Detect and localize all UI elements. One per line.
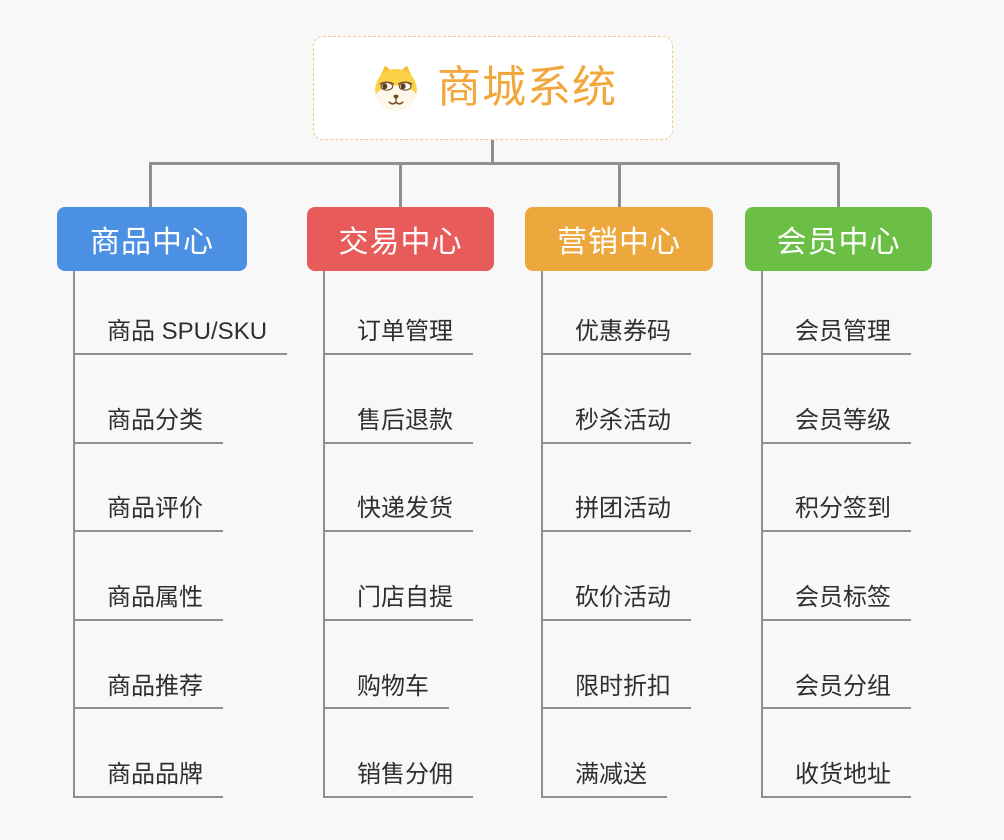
list-item[interactable]: 快递发货 [325,444,473,533]
branch-column-2: 营销中心 优惠券码 秒杀活动 拼团活动 砍价活动 限时折扣 满减送 [525,207,713,798]
list-item[interactable]: 商品推荐 [75,621,223,710]
branch-column-3: 会员中心 会员管理 会员等级 积分签到 会员标签 会员分组 收货地址 [745,207,932,798]
list-item[interactable]: 售后退款 [325,355,473,444]
list-item[interactable]: 订单管理 [325,271,473,355]
list-item[interactable]: 满减送 [543,709,667,798]
list-item-label: 商品品牌 [75,761,223,798]
list-item-label: 销售分佣 [325,761,473,798]
branch-node-0[interactable]: 商品中心 [57,207,247,271]
list-item-label: 会员管理 [763,318,911,355]
list-item-label: 优惠券码 [543,318,691,355]
list-item-label: 商品 SPU/SKU [75,318,288,355]
root-node[interactable]: 商城系统 [313,36,673,140]
branch-bus-line [149,162,840,165]
list-item-label: 订单管理 [325,318,473,355]
list-item[interactable]: 会员分组 [763,621,911,710]
branch-node-3[interactable]: 会员中心 [745,207,932,271]
branch-items: 商品 SPU/SKU 商品分类 商品评价 商品属性 商品推荐 商品品牌 [73,271,288,798]
branch-node-2[interactable]: 营销中心 [525,207,713,271]
list-item-label: 拼团活动 [543,495,691,533]
branch-items: 订单管理 售后退款 快递发货 门店自提 购物车 销售分佣 [323,271,473,798]
list-item[interactable]: 销售分佣 [325,709,473,798]
list-item[interactable]: 积分签到 [763,444,911,533]
list-item-label: 收货地址 [763,761,911,798]
list-item[interactable]: 商品品牌 [75,709,223,798]
list-item[interactable]: 会员等级 [763,355,911,444]
list-item-label: 砍价活动 [543,584,691,621]
list-item-label: 购物车 [325,673,449,710]
branch-items: 优惠券码 秒杀活动 拼团活动 砍价活动 限时折扣 满减送 [541,271,691,798]
list-item-label: 会员分组 [763,673,911,710]
list-item[interactable]: 优惠券码 [543,271,691,355]
branch-column-1: 交易中心 订单管理 售后退款 快递发货 门店自提 购物车 销售分佣 [307,207,494,798]
list-item[interactable]: 购物车 [325,621,449,710]
list-item[interactable]: 拼团活动 [543,444,691,533]
list-item[interactable]: 会员标签 [763,532,911,621]
list-item-label: 会员等级 [763,407,911,444]
branch-stem-line [618,163,621,210]
list-item-label: 限时折扣 [543,673,691,710]
list-item[interactable]: 砍价活动 [543,532,691,621]
list-item[interactable]: 商品 SPU/SKU [75,271,288,355]
branch-stem-line [837,163,840,210]
root-title: 商城系统 [437,63,617,112]
list-item-label: 商品推荐 [75,673,223,710]
list-item-label: 商品分类 [75,407,223,444]
list-item[interactable]: 商品评价 [75,444,223,533]
list-item-label: 商品评价 [75,495,223,533]
root-connector-line [491,140,494,165]
branch-stem-line [149,163,152,210]
branch-node-1[interactable]: 交易中心 [307,207,494,271]
list-item[interactable]: 限时折扣 [543,621,691,710]
list-item-label: 满减送 [543,761,667,798]
branch-stem-line [399,163,402,210]
list-item-label: 商品属性 [75,584,223,621]
branch-column-0: 商品中心 商品 SPU/SKU 商品分类 商品评价 商品属性 商品推荐 商品品牌 [57,207,288,798]
list-item-label: 会员标签 [763,584,911,621]
list-item-label: 门店自提 [325,584,473,621]
branch-items: 会员管理 会员等级 积分签到 会员标签 会员分组 收货地址 [761,271,911,798]
list-item-label: 售后退款 [325,407,473,444]
list-item[interactable]: 秒杀活动 [543,355,691,444]
list-item-label: 快递发货 [325,495,473,533]
dog-face-icon [375,65,417,111]
list-item[interactable]: 商品属性 [75,532,223,621]
list-item[interactable]: 商品分类 [75,355,223,444]
list-item-label: 秒杀活动 [543,407,691,444]
list-item[interactable]: 门店自提 [325,532,473,621]
list-item[interactable]: 会员管理 [763,271,911,355]
list-item-label: 积分签到 [763,495,911,533]
list-item[interactable]: 收货地址 [763,709,911,798]
